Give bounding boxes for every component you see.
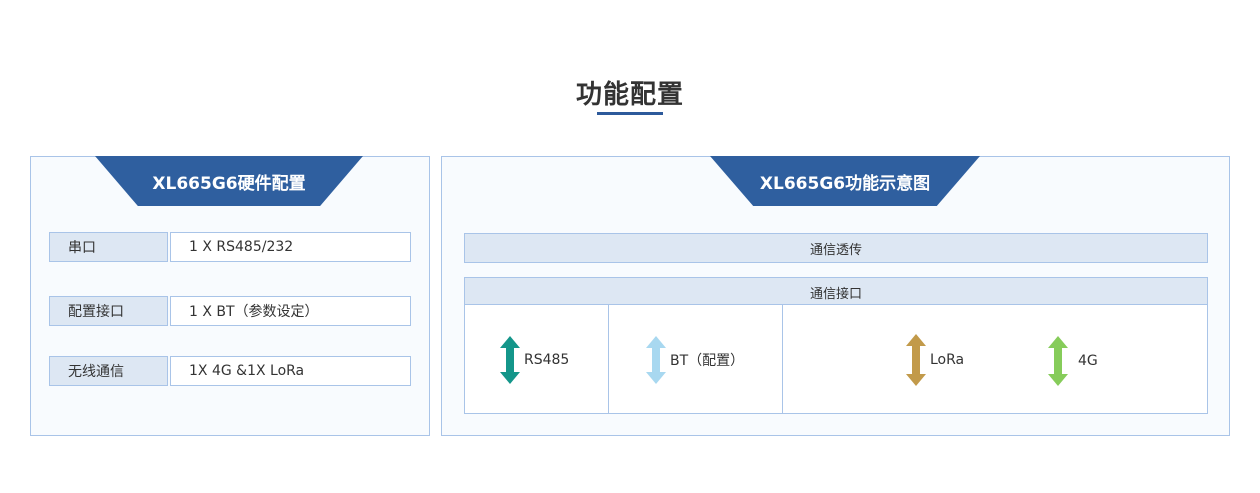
- double-arrow-icon: [500, 336, 520, 384]
- spec-row-config: 配置接口 1 X BT（参数设定）: [49, 296, 411, 326]
- double-arrow-icon: [906, 334, 926, 386]
- page-title: 功能配置: [575, 80, 684, 110]
- interface-label: RS485: [524, 352, 570, 368]
- interface-label: BT（配置）: [670, 353, 745, 369]
- interface-bt: BT（配置）: [646, 336, 744, 384]
- spec-label: 串口: [49, 232, 168, 262]
- title-underline: [597, 112, 663, 115]
- transparent-transmission-bar: 通信透传: [464, 233, 1208, 263]
- double-arrow-icon: [646, 336, 666, 384]
- spec-label: 无线通信: [49, 356, 168, 386]
- interface-label: 4G: [1078, 353, 1098, 369]
- interface-rs485: RS485: [500, 336, 569, 384]
- interface-label: LoRa: [930, 352, 965, 368]
- interface-lora: LoRa: [906, 334, 964, 386]
- double-arrow-icon: [1048, 336, 1068, 386]
- spec-label: 配置接口: [49, 296, 168, 326]
- interface-4g: 4G: [1048, 336, 1098, 386]
- spec-row-wireless: 无线通信 1X 4G &1X LoRa: [49, 356, 411, 386]
- divider: [782, 305, 783, 413]
- spec-value: 1 X RS485/232: [170, 232, 411, 262]
- spec-value: 1 X BT（参数设定）: [170, 296, 411, 326]
- spec-value: 1X 4G &1X LoRa: [170, 356, 411, 386]
- function-panel: XL665G6功能示意图 通信透传 通信接口 RS485 BT（配置） LoRa: [441, 156, 1230, 436]
- hardware-panel: XL665G6硬件配置 串口 1 X RS485/232 配置接口 1 X BT…: [30, 156, 430, 436]
- interface-bar: 通信接口: [464, 277, 1208, 307]
- interface-box: RS485 BT（配置） LoRa 4G: [464, 304, 1208, 414]
- function-panel-header: XL665G6功能示意图: [710, 156, 980, 206]
- hardware-panel-header: XL665G6硬件配置: [95, 156, 363, 206]
- spec-row-serial: 串口 1 X RS485/232: [49, 232, 411, 262]
- divider: [608, 305, 609, 413]
